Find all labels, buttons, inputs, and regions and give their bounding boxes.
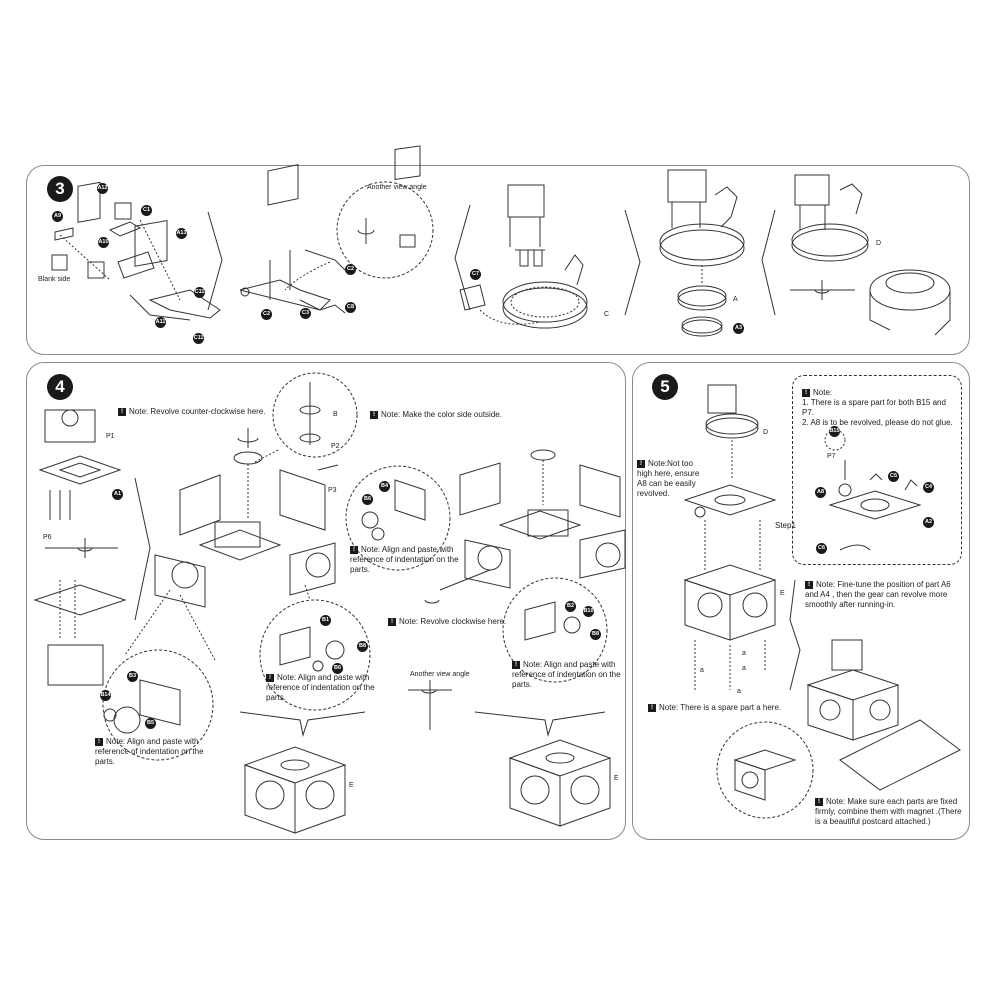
warning-icon: ! [350,545,358,554]
step3-part-c11b: C11 [193,333,204,344]
step4-part-b6a: B6 [362,494,373,505]
step4-part-b: B [333,411,338,418]
step4-part-e1: E [349,782,354,789]
warning-icon: ! [266,673,274,682]
step4-number: 4 [47,374,73,400]
warning-icon: ! [512,660,520,669]
step5-part-a8: A8 [815,487,826,498]
step4-part-b2: B2 [565,601,576,612]
step5-note-spare: !Note: 1. There is a spare part for both… [802,388,953,427]
step4-another-view-label: Another view angle [410,671,470,678]
step3-part-c2a: C2 [345,264,356,275]
step4-part-e2: E [614,775,619,782]
step4-part-p3: P3 [328,487,337,494]
step5-part-b15: B15 [829,426,840,437]
step4-note-align-4: !Note: Align and paste with reference of… [512,660,621,689]
step3-part-c2b: C2 [261,309,272,320]
step4-part-a1: A1 [112,489,123,500]
step3-panel [26,165,970,355]
step3-part-c3: C3 [300,308,311,319]
step4-note-align-2: !Note: Align and paste with reference of… [95,737,204,766]
step3-part-c1: C1 [141,205,152,216]
step5-note-not-too-high: !Note:Not too high here, ensure A8 can b… [637,459,700,498]
step5-note-spare-a: !Note: There is a spare part a here. [648,703,788,713]
warning-icon: ! [637,459,645,468]
warning-icon: ! [370,410,378,419]
step4-note-revolve-cw: !Note: Revolve clockwise here. [388,617,506,627]
step4-part-p1: P1 [106,433,115,440]
step4-part-p2: P2 [331,443,340,450]
step3-part-c11a: C11 [194,287,205,298]
step4-note-revolve-ccw: !Note: Revolve counter-clockwise here. [118,407,266,417]
step4-note-color-side: !Note: Make the color side outside. [370,410,502,420]
step4-panel [26,362,626,840]
step5-part-a-2: a [742,650,746,657]
step3-part-a11: A11 [155,317,166,328]
step4-part-p6: P6 [43,534,52,541]
step3-blank-side-label: Blank side [38,276,71,283]
step3-part-a10: A10 [98,237,109,248]
step5-part-e: E [780,590,785,597]
step5-part-a-1: a [700,667,704,674]
step4-note-align-1: !Note: Align and paste with reference of… [350,545,459,574]
step5-part-p7: P7 [827,453,836,460]
step4-part-b5: B5 [145,718,156,729]
step4-part-b4: B4 [379,481,390,492]
step5-part-a-4: a [737,688,741,695]
step4-part-b8a: B8 [357,641,368,652]
step5-panel [632,362,970,840]
step5-note-finetune: !Note: Fine-tune the position of part A6… [805,580,951,609]
step4-part-b1: B1 [320,615,331,626]
step4-part-b14: B14 [100,690,111,701]
warning-icon: ! [805,580,813,589]
step3-part-c7: C7 [470,269,481,280]
step4-note-align-3: !Note: Align and paste with reference of… [266,673,375,702]
step5-number: 5 [652,374,678,400]
step5-part-d: D [763,429,769,436]
step5-note-magnet: !Note: Make sure each parts are fixed fi… [815,797,962,826]
step4-part-b8b: B8 [590,629,601,640]
step4-part-b10: B10 [583,606,594,617]
warning-icon: ! [815,797,823,806]
step4-part-b3: B3 [127,671,138,682]
step5-part-c4: C4 [923,482,934,493]
warning-icon: ! [648,703,656,712]
warning-icon: ! [118,407,126,416]
step3-part-a9: A9 [52,211,63,222]
step3-part-c: C [604,311,610,318]
step3-part-a13: A13 [176,228,187,239]
step4-part-b6b: B6 [332,663,343,674]
step3-part-d: D [876,240,882,247]
step5-spare-note-box [792,375,962,565]
step3-part-c8: C8 [345,302,356,313]
step3-part-a: A [733,296,738,303]
warning-icon: ! [95,737,103,746]
warning-icon: ! [802,388,810,397]
step5-part-a2: A2 [923,517,934,528]
step5-part-c5: C5 [888,471,899,482]
step3-another-view-label: Another view angle [367,184,427,191]
step5-step1-label: Step1 [775,521,796,530]
warning-icon: ! [388,617,396,626]
step3-number: 3 [47,176,73,202]
step3-part-a3: A3 [733,323,744,334]
step3-part-a12: A12 [97,183,108,194]
step5-part-c6: C6 [816,543,827,554]
step5-part-a-3: a [742,665,746,672]
